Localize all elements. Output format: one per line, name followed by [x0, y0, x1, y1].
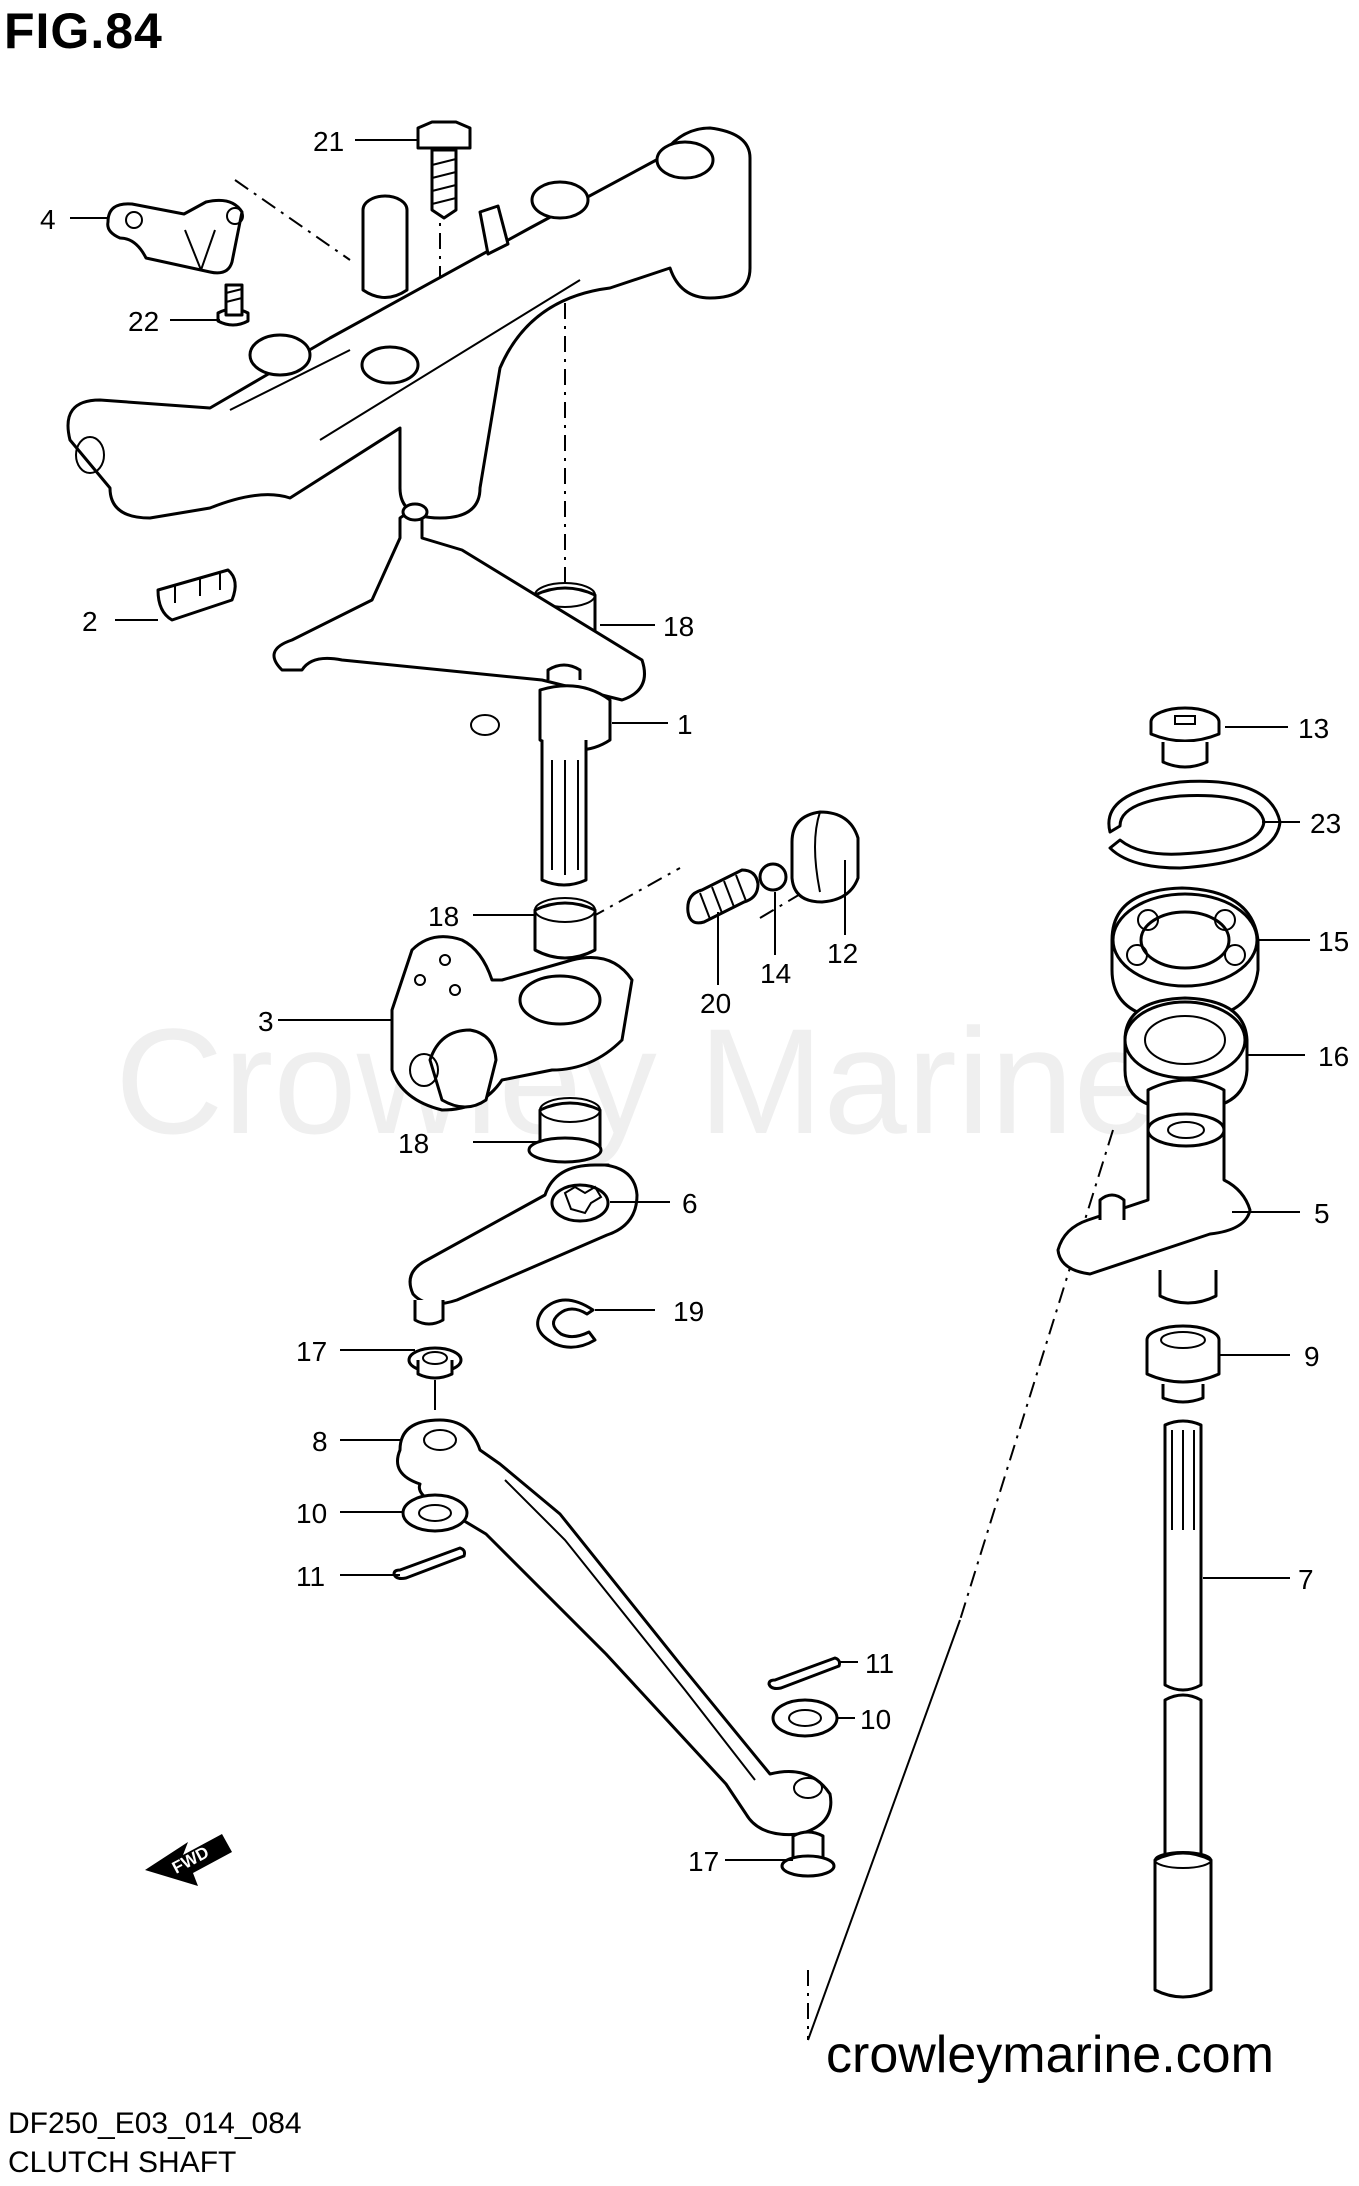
callout-6: 6 — [682, 1188, 698, 1219]
part-18-bushing-lower — [527, 1097, 603, 1164]
watermark: Crowley Marine — [115, 997, 1157, 1165]
callout-4: 4 — [40, 204, 56, 235]
part-9-bushing — [1145, 1324, 1221, 1404]
callout-20: 20 — [700, 988, 731, 1019]
callout-labels: 21 4 22 2 18 1 13 23 15 12 14 20 18 3 16… — [40, 126, 1349, 1877]
callout-14: 14 — [760, 958, 791, 989]
callout-17-upper: 17 — [296, 1336, 327, 1367]
figure-title: FIG.84 — [4, 3, 163, 59]
part-1-shift-lever — [272, 502, 646, 887]
part-12-sleeve — [790, 810, 860, 904]
callout-10-upper: 10 — [296, 1498, 327, 1529]
part-21-bolt — [416, 120, 472, 220]
part-17-bushing-upper — [407, 1346, 463, 1410]
callout-17-lower: 17 — [688, 1846, 719, 1877]
assembly-center-lines — [234, 179, 1114, 2041]
callout-1: 1 — [677, 709, 693, 740]
callout-21: 21 — [313, 126, 344, 157]
callout-18-upper: 18 — [663, 611, 694, 642]
callout-3: 3 — [258, 1006, 274, 1037]
callout-10-lower: 10 — [860, 1704, 891, 1735]
part-16-oil-seal — [1123, 996, 1249, 1112]
callout-13: 13 — [1298, 713, 1329, 744]
part-7-clutch-shaft — [1153, 1419, 1213, 1999]
callout-7: 7 — [1298, 1564, 1314, 1595]
part-6-arm — [408, 1163, 639, 1326]
part-8-link-rod — [396, 1418, 833, 1837]
callout-9: 9 — [1304, 1341, 1320, 1372]
part-3-cam-block — [390, 935, 634, 1112]
callout-5: 5 — [1314, 1198, 1330, 1229]
callout-12: 12 — [827, 938, 858, 969]
callout-23: 23 — [1310, 808, 1341, 839]
part-4-bracket-plate — [106, 198, 244, 275]
callout-8: 8 — [312, 1426, 328, 1457]
part-11-cotter-pin-upper — [392, 1546, 466, 1580]
callout-11-lower: 11 — [865, 1648, 894, 1679]
diagram-subtitle: CLUTCH SHAFT — [8, 2146, 237, 2179]
leader-lines — [70, 139, 1310, 1861]
part-5-shaft-housing — [1056, 1078, 1252, 1305]
part-2-clip — [156, 568, 237, 622]
part-11-cotter-pin-lower — [767, 1656, 841, 1690]
part-22-screw — [216, 283, 250, 327]
callout-19: 19 — [673, 1296, 704, 1327]
callout-15: 15 — [1318, 926, 1349, 957]
part-20-spring — [686, 868, 760, 925]
part-18-bushing-middle — [533, 897, 597, 960]
callout-18-lower: 18 — [398, 1128, 429, 1159]
part-15-ball-bearing — [1110, 886, 1260, 1022]
callout-18-middle: 18 — [428, 901, 459, 932]
part-14-ball — [758, 862, 788, 892]
callout-2: 2 — [82, 606, 98, 637]
callout-16: 16 — [1318, 1041, 1349, 1072]
part-23-circlip — [1107, 779, 1282, 870]
part-13-plug — [1149, 706, 1221, 769]
diagram-code: DF250_E03_014_084 — [8, 2107, 302, 2140]
part-17-bushing-lower — [780, 1830, 836, 1878]
part-19-e-clip — [536, 1298, 597, 1349]
forward-arrow: FWD — [145, 1834, 232, 1886]
part-10-washer-lower — [771, 1698, 839, 1738]
part-10-washer-upper — [401, 1493, 469, 1533]
website-link[interactable]: crowleymarine.com — [826, 2026, 1274, 2084]
callout-11-upper: 11 — [296, 1561, 325, 1592]
main-clutch-bracket — [66, 126, 752, 520]
callout-22: 22 — [128, 306, 159, 337]
